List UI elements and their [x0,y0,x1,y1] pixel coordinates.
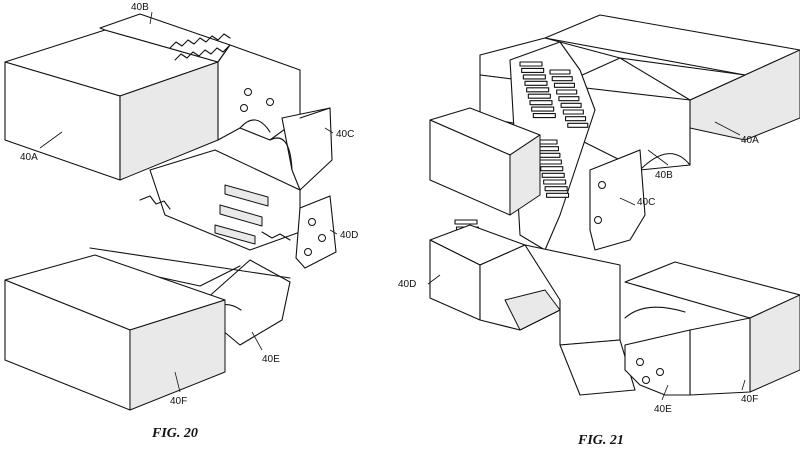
fig20-label-40f: 40F [170,396,187,407]
gear-tooth [567,122,589,128]
fig21-hinge-40e [624,329,691,396]
gear-tooth [531,106,555,112]
gear-tooth [553,82,575,88]
fig21-label-40b: 40B [655,170,673,181]
fig21-block-40a [544,14,800,141]
gear-tooth [558,96,580,102]
gear-tooth [529,100,553,106]
fig20-label-40e: 40E [262,354,280,365]
fig20-center-frame [139,149,301,251]
gear-tooth [540,166,564,172]
gear-tooth [537,152,561,158]
fig21-label-40c: 40C [637,197,655,208]
fig21-label-40a: 40A [741,135,759,146]
gear-tooth [549,69,571,75]
gear-tooth [454,219,478,225]
fig20-hinge-40b [99,13,301,141]
gear-tooth [524,80,548,86]
gear-tooth [521,67,545,73]
fig20-block-40a [4,29,219,181]
fig20-hinge-40c [269,107,333,191]
gear-tooth [544,186,568,192]
fig21-center-lower [524,244,636,396]
fig20-block-40f [4,254,226,411]
gear-tooth [538,159,562,165]
gear-tooth [560,102,582,108]
gear-tooth [522,74,546,80]
figure-21: 40A 40B 40C 40D 40E 40F FIG. 21 [398,14,800,448]
fig21-block-left-upper [429,107,541,216]
fig21-block-40f [624,261,800,396]
fig21-label-40d: 40D [398,279,416,290]
fig20-label-40b: 40B [131,2,149,13]
gear-tooth [519,61,543,67]
gear-tooth [527,93,551,99]
gear-tooth [543,179,567,185]
gear-tooth [546,192,570,198]
figure-20: 40B 40A 40C 40D 40E 40F FIG. 20 [4,2,358,441]
gear-tooth [556,89,578,95]
fig21-caption: FIG. 21 [577,433,624,448]
gear-tooth [526,87,550,93]
gear-tooth [565,116,587,122]
gear-tooth [562,109,584,115]
fig20-caption: FIG. 20 [151,426,198,441]
fig20-hinge-40d [295,195,337,269]
fig20-label-40c: 40C [336,129,354,140]
gear-tooth [551,76,573,82]
fig21-label-40f: 40F [741,394,758,405]
fig21-label-40e: 40E [654,404,672,415]
gear-tooth [541,172,565,178]
fig20-label-40d: 40D [340,230,358,241]
gear-tooth [532,113,556,119]
fig21-hinge-40c [589,149,646,251]
fig20-label-40a: 40A [20,152,38,163]
